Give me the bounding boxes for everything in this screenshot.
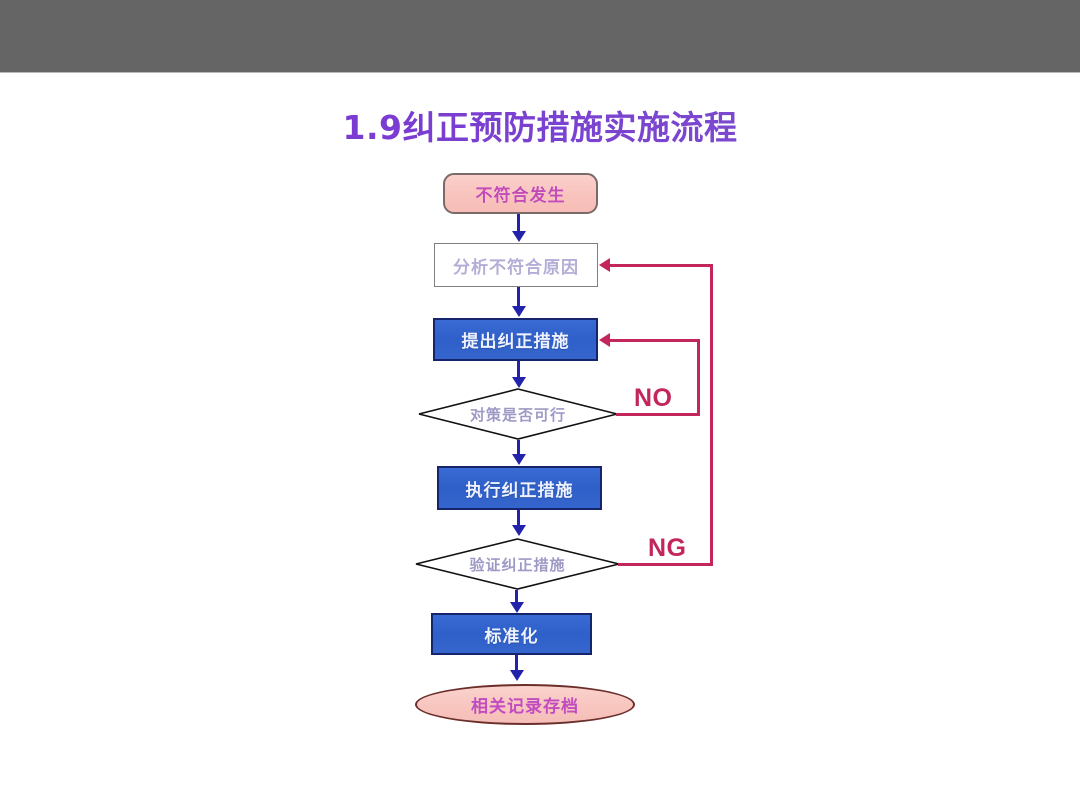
edge-ng-bottom-segment — [618, 563, 713, 566]
edge-propose-feasible-arrowhead — [512, 377, 526, 388]
flow-node-execute[interactable]: 执行纠正措施 — [437, 466, 602, 510]
flow-node-end-label: 相关记录存档 — [471, 697, 579, 717]
flow-node-analyze[interactable]: 分析不符合原因 — [434, 243, 598, 287]
edge-analyze-propose-line — [517, 287, 520, 307]
flow-node-feasible-label: 对策是否可行 — [469, 405, 566, 424]
flow-node-standard-label: 标准化 — [484, 626, 539, 647]
flow-node-execute-label: 执行纠正措施 — [465, 480, 574, 501]
flow-node-propose-label: 提出纠正措施 — [461, 332, 570, 352]
flow-node-feasible[interactable]: 对策是否可行 — [418, 388, 618, 440]
flow-node-start-label: 不符合发生 — [475, 186, 566, 206]
diamond-shape-icon — [418, 388, 618, 440]
edge-no-label: NO — [634, 384, 673, 412]
flow-node-verify-label: 验证纠正措施 — [469, 555, 566, 574]
flow-node-start[interactable]: 不符合发生 — [443, 173, 598, 214]
edge-ng-arrowhead — [599, 258, 610, 272]
edge-verify-standard-line — [515, 590, 518, 603]
edge-feasible-execute-line — [517, 440, 520, 455]
edge-standard-end-arrowhead — [510, 670, 524, 681]
edge-analyze-propose-arrowhead — [512, 306, 526, 317]
edge-no-top-segment — [609, 339, 698, 342]
edge-ng-top-segment — [609, 264, 713, 267]
edge-execute-verify-arrowhead — [512, 525, 526, 536]
edge-start-analyze-line — [517, 214, 520, 233]
edge-ng-label: NG — [648, 534, 687, 562]
diamond-shape-icon — [415, 538, 620, 590]
edge-ng-right-segment — [710, 264, 713, 566]
edge-standard-end-line — [515, 655, 518, 671]
edge-propose-feasible-line — [517, 361, 520, 378]
header-bar — [0, 0, 1080, 73]
edge-verify-standard-arrowhead — [510, 602, 524, 613]
edge-start-analyze-arrowhead — [512, 231, 526, 242]
page-title: 1.9纠正预防措施实施流程 — [0, 101, 1080, 149]
flow-node-standard[interactable]: 标准化 — [431, 613, 592, 655]
edge-no-arrowhead — [599, 333, 610, 347]
flow-node-verify[interactable]: 验证纠正措施 — [415, 538, 620, 590]
flow-node-end[interactable]: 相关记录存档 — [415, 684, 635, 725]
edge-execute-verify-line — [517, 510, 520, 526]
flow-node-propose[interactable]: 提出纠正措施 — [433, 318, 598, 361]
edge-feasible-execute-arrowhead — [512, 454, 526, 465]
flow-node-analyze-label: 分析不符合原因 — [453, 257, 579, 278]
edge-no-right-segment — [697, 339, 700, 416]
edge-no-bottom-segment — [616, 413, 700, 416]
